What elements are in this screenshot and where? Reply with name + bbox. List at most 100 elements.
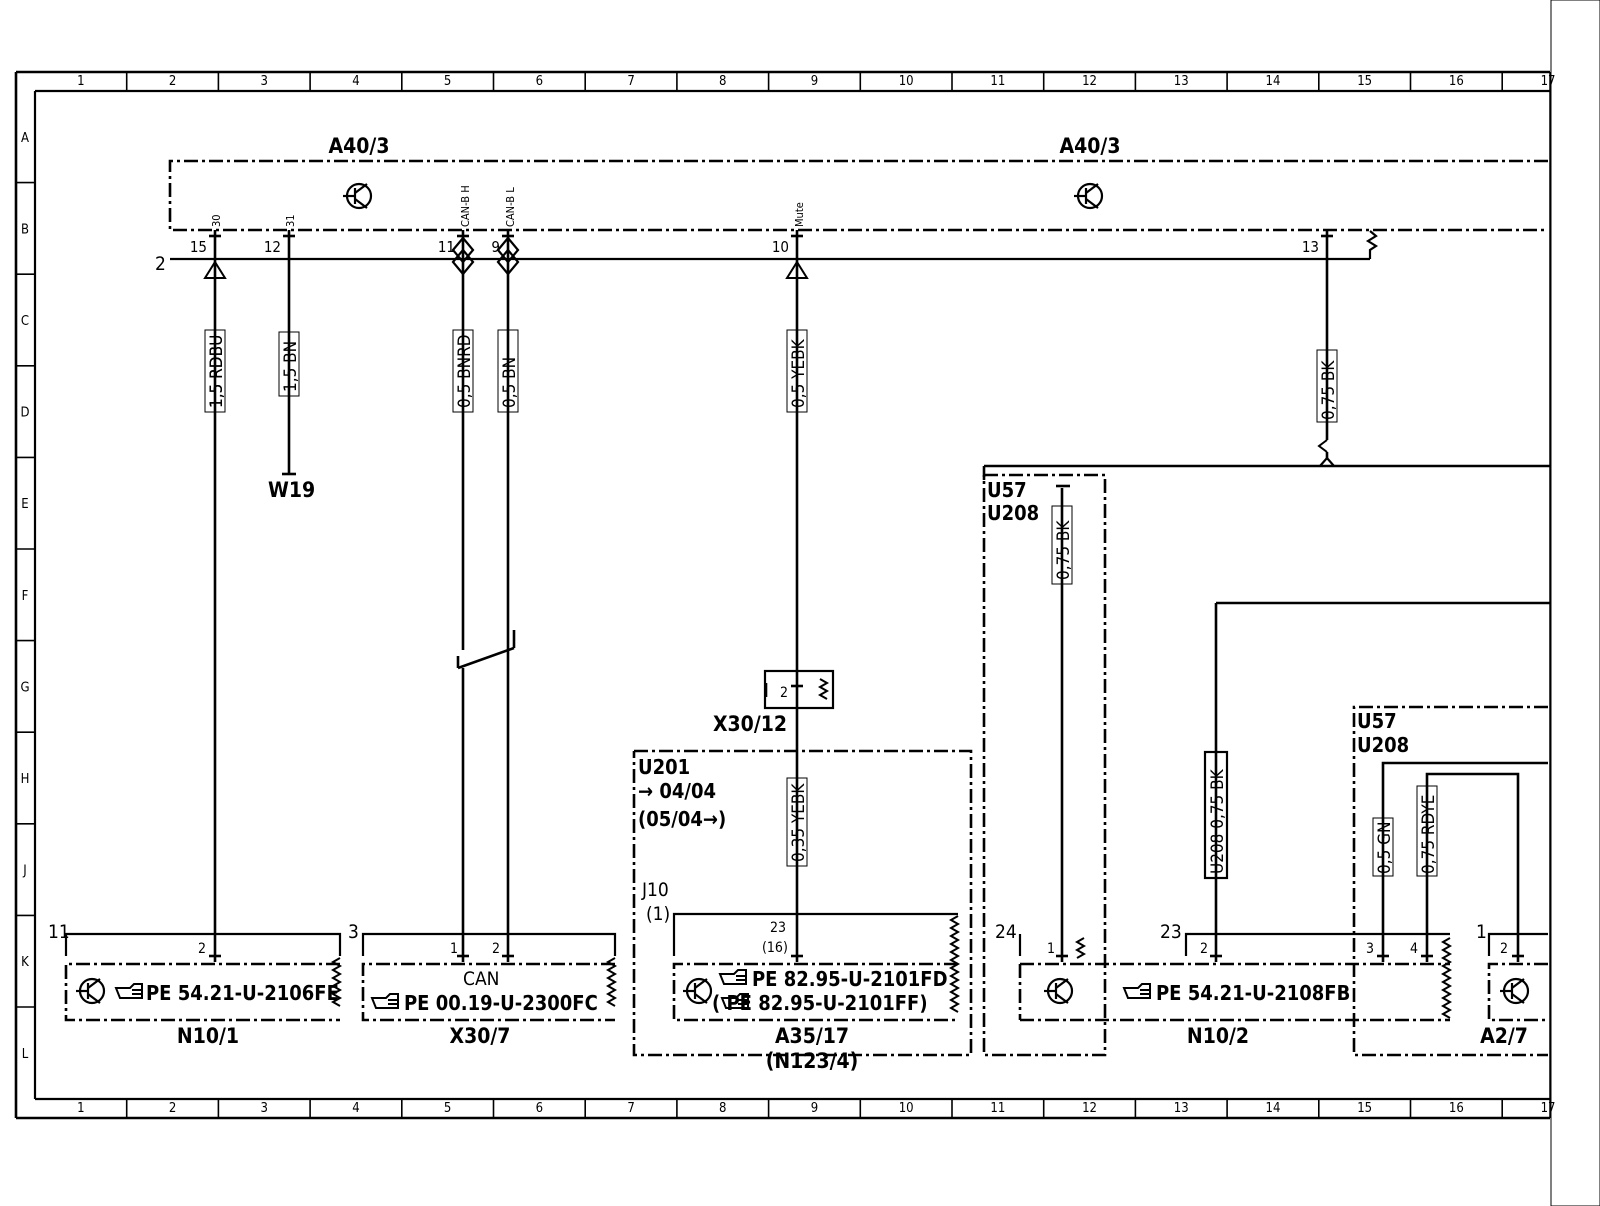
a35-17-alt-label: (N123/4) xyxy=(766,1049,859,1073)
sig-can-l: CAN-B L xyxy=(504,187,517,227)
grid-column-label: 5 xyxy=(444,74,451,89)
wire-bk-13: 0,75 BK xyxy=(982,236,1550,480)
a2-corner: 1 xyxy=(1476,921,1487,943)
grid-column-label: 11 xyxy=(990,74,1005,89)
grid-column-label: 5 xyxy=(444,1101,451,1116)
u208-label: U208 xyxy=(987,501,1039,525)
a35-17-ref-1: PE 82.95-U-2101FD xyxy=(752,967,948,991)
grid-column-label: 9 xyxy=(811,1101,818,1116)
grid-row-label: F xyxy=(22,589,29,604)
n10-2-pin3: 3 xyxy=(1366,941,1374,957)
n10-1-pin: 2 xyxy=(198,941,206,957)
grid-column-label: 17 xyxy=(1541,74,1556,89)
wire-label-yebk-035: 0,35 YEBK xyxy=(789,783,809,862)
hand-pointer-icon xyxy=(370,993,399,1009)
x30-7-pin1: 1 xyxy=(450,941,458,957)
a35-17-ref-2: ( PE 82.95-U-2101FF) xyxy=(712,991,928,1015)
a35-17-label: A35/17 xyxy=(775,1024,849,1048)
wire-label-yebk: 0,5 YEBK xyxy=(789,338,809,408)
grid-column-label: 7 xyxy=(627,74,634,89)
grid-row-label: B xyxy=(21,222,29,237)
wire-label-gn: 0,5 GN xyxy=(1375,822,1395,874)
grid-column-label: 10 xyxy=(899,74,914,89)
grid-column-label: 8 xyxy=(719,74,726,89)
wire-label-bk-13: 0,75 BK xyxy=(1319,360,1339,420)
a40-3-right-label: A40/3 xyxy=(1060,134,1121,158)
wire-label-rdbu-overlay: 1,5 RDBU xyxy=(207,335,227,408)
n10-1-label: N10/1 xyxy=(177,1024,239,1048)
wire-label-bn: 1,5 BN xyxy=(281,341,301,392)
grid-column-label: 4 xyxy=(352,74,359,89)
pin-11: 11 xyxy=(438,238,455,256)
transistor-icon xyxy=(1074,182,1104,210)
x30-12-connector: 2 X30/12 0,35 YEBK xyxy=(713,669,835,956)
grid-row-label: G xyxy=(20,680,29,695)
x30-12-label: X30/12 xyxy=(713,712,787,736)
hand-pointer-icon xyxy=(720,993,749,1009)
u57-module: 24 1 xyxy=(995,921,1087,962)
a2-module: 1 2 A2/7 xyxy=(1476,921,1548,1048)
transistor-icon xyxy=(1044,977,1074,1005)
grid-row-label: L xyxy=(22,1047,29,1062)
wire-label-bk-u57: 0,75 BK xyxy=(1054,520,1074,580)
grid-column-label: 4 xyxy=(352,1101,359,1116)
grid-column-label: 6 xyxy=(536,1101,543,1116)
frame xyxy=(14,70,1551,1120)
x30-12-pin: 2 xyxy=(780,685,788,701)
a40-3-housing: A40/3 A40/3 2 xyxy=(155,134,1548,275)
u201-line3: (05/04→) xyxy=(638,807,726,831)
x30-7-can: CAN xyxy=(463,968,499,990)
wire-u208-bk: U208 0,75 BK xyxy=(1203,601,1550,956)
a35-17-module: 23 (16) A35/17 (N123/4) xyxy=(672,912,961,1073)
grid-column-label: 8 xyxy=(719,1101,726,1116)
u201-variant-box: U201 → 04/04 (05/04→) J10 (1) xyxy=(632,749,973,1057)
grid-marks: 1122334455667788991010111112121313141415… xyxy=(16,72,1555,1118)
u57-pin: 1 xyxy=(1047,941,1055,957)
sig-mute: Mute xyxy=(793,202,806,227)
j10-sub: (1) xyxy=(646,903,670,925)
grid-column-label: 1 xyxy=(77,74,84,89)
grid-row-label: H xyxy=(21,772,30,787)
u57-label: U57 xyxy=(987,478,1027,502)
grid-column-label: 17 xyxy=(1541,1101,1556,1116)
x30-7-label: X30/7 xyxy=(450,1024,511,1048)
grid-column-label: 3 xyxy=(261,74,268,89)
grid-column-label: 15 xyxy=(1357,1101,1372,1116)
a2-pin: 2 xyxy=(1500,941,1508,957)
a35-pin: 23 xyxy=(770,920,786,936)
transistor-icon xyxy=(1500,977,1530,1005)
hand-pointer-icon xyxy=(718,969,747,985)
wire-yebk: 0,5 YEBK xyxy=(785,236,809,686)
grid-column-label: 2 xyxy=(169,1101,176,1116)
n10-2-pin4: 4 xyxy=(1410,941,1418,957)
grid-column-label: 14 xyxy=(1266,74,1281,89)
x30-7-corner: 3 xyxy=(348,921,359,943)
n10-2-label: N10/2 xyxy=(1187,1024,1249,1048)
u57-lower-label: U57 xyxy=(1357,709,1397,733)
wire-label-rdbu: 1,5 RDBU xyxy=(207,335,227,408)
grid-row-label: D xyxy=(20,406,29,421)
a40-3-corner-pin: 2 xyxy=(155,253,166,275)
wire-bn-w19: 1,5 BN W19 xyxy=(268,236,315,502)
w19-label: W19 xyxy=(268,478,315,502)
x30-7-module: 3 1 2 CAN X30/7 xyxy=(348,921,618,1048)
grid-column-label: 9 xyxy=(811,74,818,89)
a40-3-pins: 15 30 12 31 11 CAN-B H 9 CAN-B L 10 Mute… xyxy=(190,185,1333,256)
grid-row-label: J xyxy=(22,864,26,879)
pin-12: 12 xyxy=(264,238,281,256)
grid-column-label: 3 xyxy=(261,1101,268,1116)
grid-row-label: A xyxy=(21,131,29,146)
grid-column-label: 15 xyxy=(1357,74,1372,89)
n10-1-corner: 11 xyxy=(48,921,70,943)
u57-corner: 24 xyxy=(995,921,1017,943)
wire-label-rdye: 0,75 RDYE xyxy=(1419,795,1439,874)
sig-can-h: CAN-B H xyxy=(459,185,472,227)
n10-1-ref: PE 54.21-U-2106FE xyxy=(146,981,339,1005)
transistor-icon xyxy=(76,977,106,1005)
transistor-icon xyxy=(683,977,713,1005)
grid-column-label: 2 xyxy=(169,74,176,89)
grid-row-label: K xyxy=(21,955,29,970)
grid-column-label: 16 xyxy=(1449,1101,1464,1116)
grid-column-label: 10 xyxy=(899,1101,914,1116)
